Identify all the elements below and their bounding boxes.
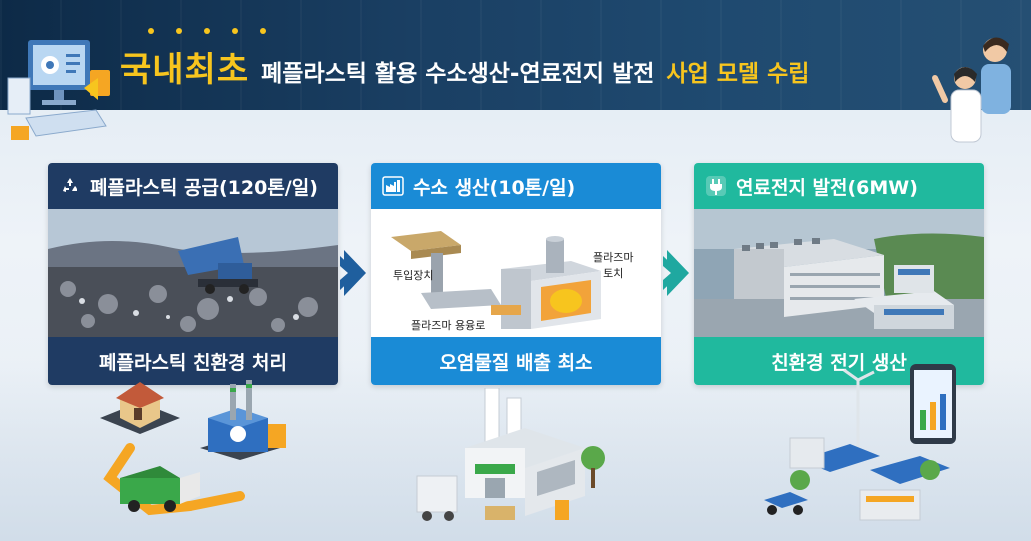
card-hydrogen-production-footer: 오염물질 배출 최소	[371, 337, 661, 385]
label-input-device: 투입장치	[393, 269, 434, 282]
landfill-photo	[48, 209, 338, 337]
title-main: 국내최초	[120, 50, 250, 90]
smart-energy-illustration-icon	[764, 364, 956, 521]
title-sub: 폐플라스틱 활용 수소생산-연료전지 발전	[261, 61, 655, 87]
card-plastic-supply-title: 폐플라스틱 공급(120톤/일)	[90, 176, 318, 199]
card-hydrogen-production: 수소 생산(10톤/일) 투입장치 플라즈마 토치 플라즈마 용융로 오염물질 …	[371, 163, 661, 385]
card-fuel-cell-power-title: 연료전지 발전(6MW)	[736, 176, 918, 199]
arrow-right-icon	[340, 250, 366, 296]
plug-icon	[704, 174, 728, 198]
factory-illustration-icon	[416, 388, 605, 521]
page-title: 국내최초 폐플라스틱 활용 수소생산-연료전지 발전 사업 모델 수립	[120, 42, 809, 91]
computer-illustration-icon	[7, 40, 110, 140]
card-plastic-supply-footer: 폐플라스틱 친환경 처리	[48, 337, 338, 385]
title-dots	[148, 28, 266, 34]
card-fuel-cell-power-header: 연료전지 발전(6MW)	[694, 163, 984, 209]
card-fuel-cell-power-footer: 친환경 전기 생산	[694, 337, 984, 385]
title-accent: 사업 모델 수립	[666, 61, 810, 87]
recycle-icon	[58, 174, 82, 198]
waste-collection-illustration-icon	[100, 380, 286, 516]
card-hydrogen-production-title: 수소 생산(10톤/일)	[413, 176, 576, 199]
label-plasma-torch: 플라즈마 토치	[593, 251, 634, 280]
card-plastic-supply-header: 폐플라스틱 공급(120톤/일)	[48, 163, 338, 209]
factory-icon	[381, 174, 405, 198]
power-plant-photo	[694, 209, 984, 337]
card-hydrogen-production-header: 수소 생산(10톤/일)	[371, 163, 661, 209]
card-plastic-supply: 폐플라스틱 공급(120톤/일) 폐플라스틱 친환경 처리	[48, 163, 338, 385]
card-fuel-cell-power: 연료전지 발전(6MW) 친환	[694, 163, 984, 385]
header-banner: 국내최초 폐플라스틱 활용 수소생산-연료전지 발전 사업 모델 수립	[0, 0, 1031, 110]
plasma-process-diagram: 투입장치 플라즈마 토치 플라즈마 용융로	[371, 209, 661, 337]
people-illustration-icon	[932, 37, 1011, 143]
arrow-right-icon	[663, 250, 689, 296]
label-plasma-furnace: 플라즈마 용융로	[411, 319, 486, 332]
